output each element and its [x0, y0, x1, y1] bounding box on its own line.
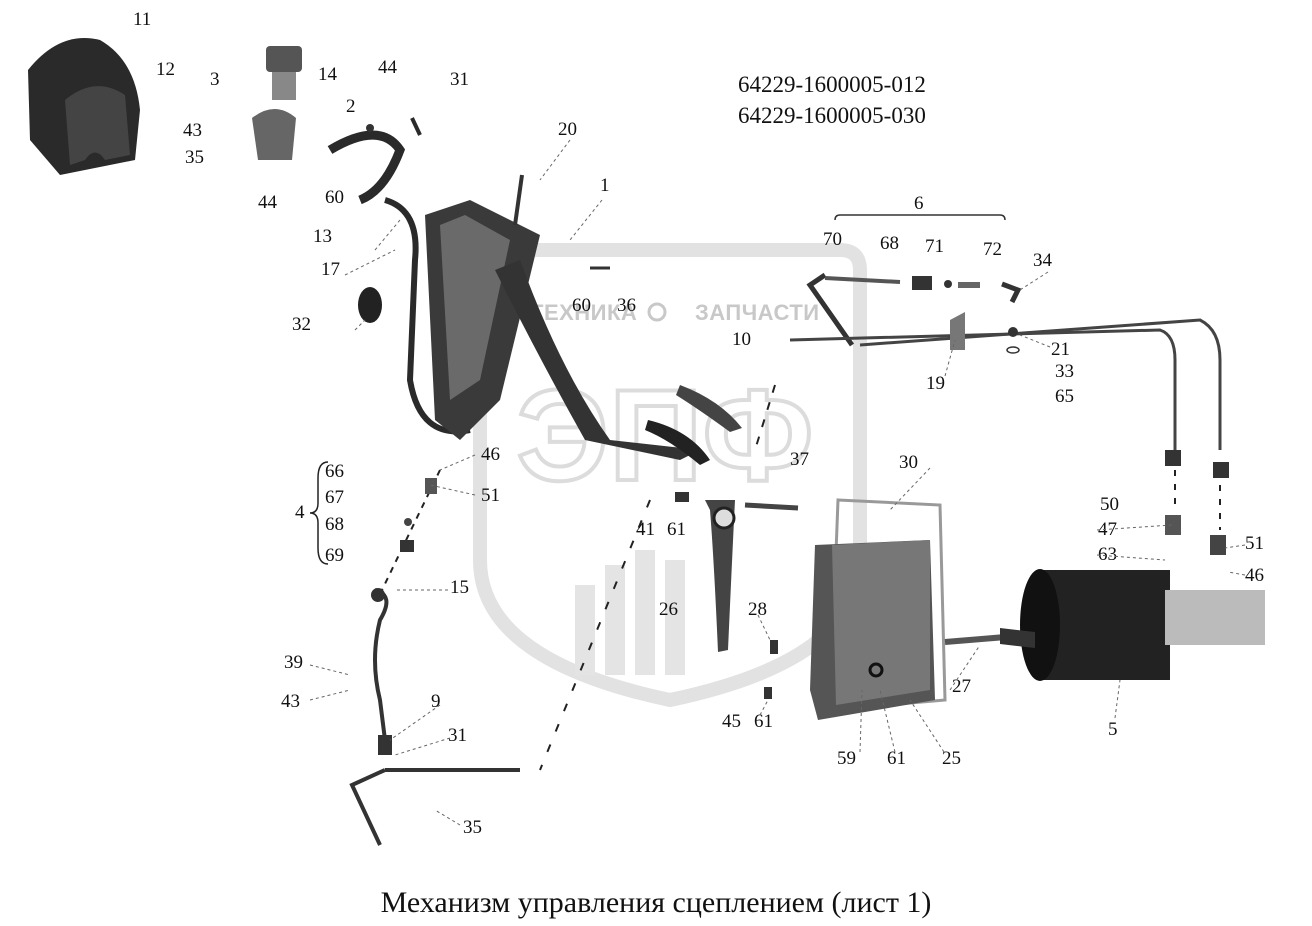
callout-50: 50 [1100, 494, 1119, 515]
callout-37: 37 [790, 449, 809, 470]
callout-68-pushrod: 68 [325, 514, 344, 535]
callout-4: 4 [295, 502, 305, 523]
callout-61-bottom: 61 [887, 748, 906, 769]
callout-65: 65 [1055, 386, 1074, 407]
callout-36: 36 [617, 295, 636, 316]
callout-31-top: 31 [450, 69, 469, 90]
callout-21: 21 [1051, 339, 1070, 360]
callout-61-top: 61 [667, 519, 686, 540]
callout-10: 10 [732, 329, 751, 350]
callout-44-top: 44 [378, 57, 397, 78]
pedal-pad [645, 420, 710, 465]
callout-28: 28 [748, 599, 767, 620]
callout-41: 41 [636, 519, 655, 540]
callout-43-bottom: 43 [281, 691, 300, 712]
callout-35-bottom: 35 [463, 817, 482, 838]
callout-11: 11 [133, 9, 152, 30]
callout-46-left: 46 [481, 444, 500, 465]
callout-12: 12 [156, 59, 175, 80]
callout-32: 32 [292, 314, 311, 335]
reservoir-cap [266, 46, 302, 72]
callout-67: 67 [325, 487, 344, 508]
callout-45: 45 [722, 711, 741, 732]
watermark-left-text: ТЕХНИКА [530, 300, 638, 325]
callout-20: 20 [558, 119, 577, 140]
callout-59: 59 [837, 748, 856, 769]
callout-1: 1 [600, 175, 610, 196]
callout-60-top: 60 [325, 187, 344, 208]
callout-39: 39 [284, 652, 303, 673]
callout-6: 6 [914, 193, 924, 214]
callout-47: 47 [1098, 519, 1117, 540]
callout-13: 13 [313, 226, 332, 247]
callout-60-middle: 60 [572, 295, 591, 316]
callout-34: 34 [1033, 250, 1052, 271]
callout-25: 25 [942, 748, 961, 769]
callout-68-rod: 68 [880, 233, 899, 254]
callout-19: 19 [926, 373, 945, 394]
pedal-arm [495, 260, 700, 460]
callout-9: 9 [431, 691, 441, 712]
callout-35-top: 35 [185, 147, 204, 168]
callout-33: 33 [1055, 361, 1074, 382]
callout-30: 30 [899, 452, 918, 473]
callout-2: 2 [346, 96, 356, 117]
brace-part-4 [309, 461, 329, 565]
callout-71: 71 [925, 236, 944, 257]
callout-70: 70 [823, 229, 842, 250]
callout-14: 14 [318, 64, 337, 85]
callout-72: 72 [983, 239, 1002, 260]
callout-3: 3 [210, 69, 220, 90]
callout-51-right: 51 [1245, 533, 1264, 554]
callout-31-bottom: 31 [448, 725, 467, 746]
pedal-rubber-10 [676, 385, 742, 432]
diagram-caption: Механизм управления сцеплением (лист 1) [380, 886, 932, 919]
callout-43-top: 43 [183, 120, 202, 141]
drawing-code-2: 64229-1600005-030 [738, 103, 926, 128]
callout-66: 66 [325, 461, 344, 482]
watermark-right-text: ЗАПЧАСТИ [695, 300, 820, 325]
callout-51-left: 51 [481, 485, 500, 506]
reservoir-body [252, 109, 296, 160]
plug-part [358, 287, 382, 323]
callout-69: 69 [325, 545, 344, 566]
drawing-code-1: 64229-1600005-012 [738, 72, 926, 97]
callout-15: 15 [450, 577, 469, 598]
callout-46-right: 46 [1245, 565, 1264, 586]
callout-61-middle: 61 [754, 711, 773, 732]
callout-27: 27 [952, 676, 971, 697]
callout-5: 5 [1108, 719, 1118, 740]
callout-63: 63 [1098, 544, 1117, 565]
callout-44-bottom: 44 [258, 192, 277, 213]
callout-17: 17 [321, 259, 340, 280]
callout-26: 26 [659, 599, 678, 620]
